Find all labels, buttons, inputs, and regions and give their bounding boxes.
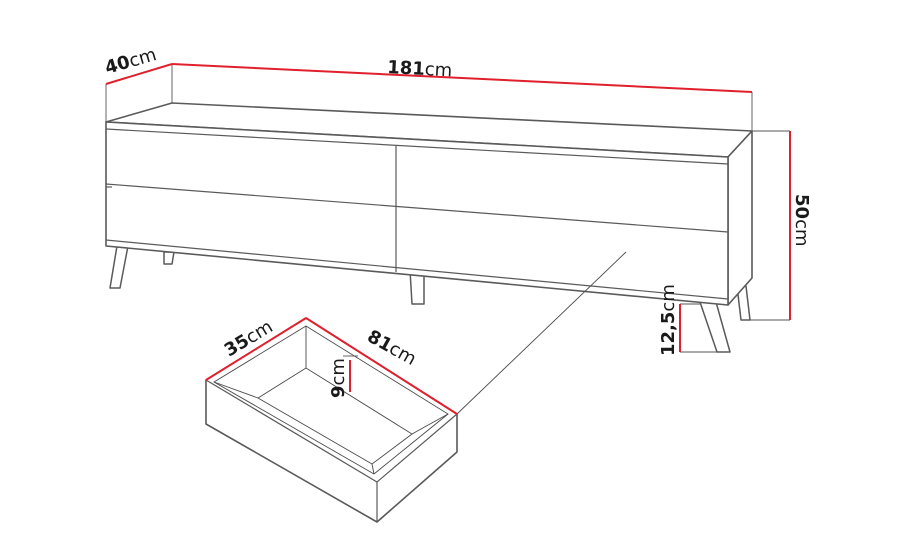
leg-height-value: 12,5 <box>658 312 679 356</box>
width-value: 181 <box>387 57 426 80</box>
drawer-split-horizontal <box>105 183 729 233</box>
cabinet-leg-front-left <box>109 245 129 289</box>
cabinet-front <box>105 121 729 306</box>
drawer-connector-line <box>456 251 627 415</box>
height-value: 50 <box>791 194 812 219</box>
depth-dim-line <box>105 63 173 85</box>
extension-lines <box>105 64 790 353</box>
cabinet-plinth <box>105 239 729 300</box>
tv-cabinet <box>105 102 753 353</box>
drawer-height-unit: cm <box>328 358 349 385</box>
leg-height-label: 12,5cm <box>658 284 679 356</box>
drawer-inner-corners <box>213 326 449 475</box>
cabinet-leg-front-right <box>699 301 731 353</box>
height-unit: cm <box>791 219 812 246</box>
cabinet-leg-back-left <box>163 251 175 265</box>
drawer-height-value: 9 <box>328 385 349 398</box>
cabinet-side <box>727 130 753 306</box>
height-label: 50cm <box>791 194 812 247</box>
drawer-width-dim-line <box>305 317 458 415</box>
drawer-depth-dim-line <box>205 317 307 381</box>
width-label: 181cm <box>387 57 453 81</box>
drawer-height-label: 9cm <box>328 358 349 398</box>
dimension-lines <box>105 63 791 415</box>
width-dim-line <box>171 63 753 93</box>
leg-height-unit: cm <box>658 284 679 311</box>
cabinet-top-edge <box>105 128 729 165</box>
depth-unit: cm <box>127 44 159 72</box>
width-unit: cm <box>424 59 452 81</box>
depth-label: 40cm <box>103 44 159 79</box>
